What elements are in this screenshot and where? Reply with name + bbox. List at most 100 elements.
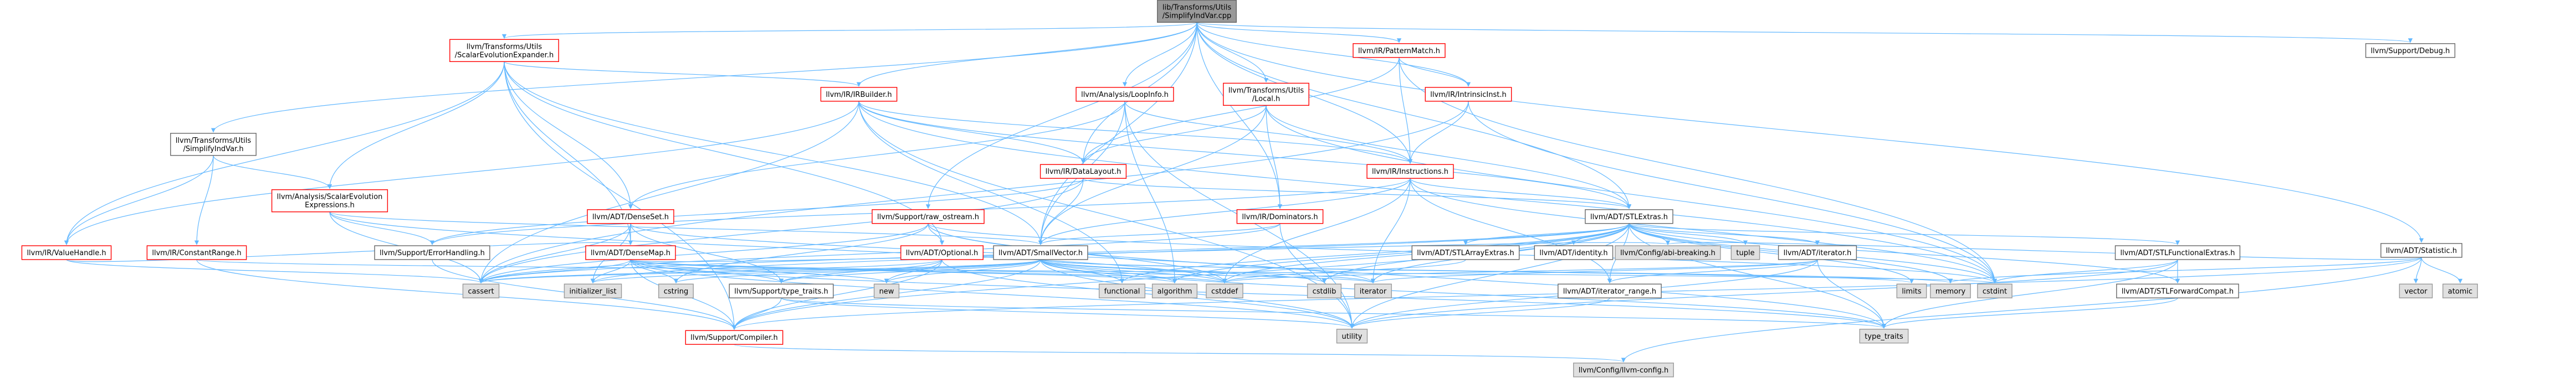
edge-dominators-to-smallvector bbox=[1038, 223, 1281, 245]
node-raw-ostream[interactable]: llvm/Support/raw_ostream.h bbox=[872, 209, 985, 224]
node-new[interactable]: new bbox=[873, 283, 900, 298]
node-dominators[interactable]: llvm/IR/Dominators.h bbox=[1236, 209, 1324, 224]
node-valuehandle[interactable]: llvm/IR/ValueHandle.h bbox=[21, 245, 112, 260]
edge-valuehandle-to-cassert bbox=[66, 259, 483, 284]
node-memory[interactable]: memory bbox=[1930, 283, 1971, 298]
node-box bbox=[146, 245, 247, 260]
node-instructions[interactable]: llvm/IR/Instructions.h bbox=[1366, 164, 1454, 179]
node-adt-iterator[interactable]: llvm/ADT/iterator.h bbox=[1778, 245, 1857, 260]
edge-scev-expander-to-smallvector bbox=[504, 61, 1043, 245]
edge-intrinsic-inst-to-cassert bbox=[478, 101, 1469, 284]
node-loopinfo[interactable]: llvm/Analysis/LoopInfo.h bbox=[1076, 87, 1174, 102]
node-tuple[interactable]: tuple bbox=[1730, 245, 1760, 260]
edge-local-to-datalayout bbox=[1080, 105, 1267, 164]
edge-instructions-to-smallvector bbox=[1038, 178, 1411, 245]
node-box bbox=[1098, 283, 1146, 298]
node-initializer-list[interactable]: initializer_list bbox=[564, 283, 622, 298]
node-box bbox=[271, 189, 388, 213]
edge-constant-range-to-cstdint bbox=[196, 259, 1996, 284]
node-optional[interactable]: llvm/ADT/Optional.h bbox=[900, 245, 984, 260]
node-cstring[interactable]: cstring bbox=[658, 283, 694, 298]
edge-type-traits-h-to-type-traits bbox=[781, 297, 1886, 329]
edge-root-to-pattern-match bbox=[1196, 22, 1402, 43]
node-error-handling[interactable]: llvm/Support/ErrorHandling.h bbox=[374, 245, 490, 260]
edge-instructions-to-iterator-range bbox=[1410, 178, 1612, 284]
edge-instructions-to-cstdint bbox=[1410, 178, 1998, 284]
node-smallvector[interactable]: llvm/ADT/SmallVector.h bbox=[993, 245, 1088, 260]
node-dense-map[interactable]: llvm/ADT/DenseMap.h bbox=[585, 245, 676, 260]
edge-compiler-to-llvm-config bbox=[734, 344, 1626, 363]
edge-dense-set-to-cassert bbox=[478, 223, 631, 284]
node-stlarrayextras[interactable]: llvm/ADT/STLArrayExtras.h bbox=[1411, 245, 1520, 260]
edge-smallvector-to-type-traits bbox=[1040, 259, 1886, 329]
node-root[interactable]: lib/Transforms/Utils/SimplifyIndVar.cpp bbox=[1157, 0, 1237, 23]
node-label: llvm/IR/PatternMatch.h bbox=[1358, 47, 1440, 55]
node-iterator[interactable]: iterator bbox=[1354, 283, 1392, 298]
node-label: llvm/ADT/Optional.h bbox=[906, 249, 979, 257]
node-algorithm[interactable]: algorithm bbox=[1151, 283, 1198, 298]
node-label: llvm/IR/Dominators.h bbox=[1242, 213, 1318, 221]
node-cassert[interactable]: cassert bbox=[462, 283, 500, 298]
node-label: cstdint bbox=[1983, 287, 2007, 296]
node-label: llvm/ADT/Statistic.h bbox=[2386, 247, 2457, 255]
node-label: /SimplifyIndVar.cpp bbox=[1162, 12, 1232, 20]
node-vector[interactable]: vector bbox=[2399, 283, 2433, 298]
node-compiler[interactable]: llvm/Support/Compiler.h bbox=[685, 330, 783, 345]
edge-dense-map-to-utility bbox=[630, 259, 1355, 329]
edge-statistic-to-atomic bbox=[2421, 257, 2463, 284]
node-datalayout[interactable]: llvm/IR/DataLayout.h bbox=[1039, 164, 1127, 179]
node-cstdlib[interactable]: cstdlib bbox=[1307, 283, 1342, 298]
node-irbuilder[interactable]: llvm/IR/IRBuilder.h bbox=[820, 87, 898, 102]
node-label: llvm/Transforms/Utils bbox=[176, 137, 252, 145]
node-local[interactable]: llvm/Transforms/Utils/Local.h bbox=[1223, 82, 1309, 106]
node-label: llvm/ADT/STLArrayExtras.h bbox=[1417, 249, 1514, 257]
edge-pattern-match-to-intrinsic-inst bbox=[1399, 57, 1471, 87]
node-scev-expressions[interactable]: llvm/Analysis/ScalarEvolutionExpressions… bbox=[271, 189, 388, 213]
node-stlextras[interactable]: llvm/ADT/STLExtras.h bbox=[1585, 209, 1673, 224]
edge-simplify-indvar-h-to-scev-expressions bbox=[213, 155, 332, 189]
node-identity[interactable]: llvm/ADT/identity.h bbox=[1534, 245, 1614, 260]
node-statistic[interactable]: llvm/ADT/Statistic.h bbox=[2380, 243, 2462, 258]
node-abi-breaking[interactable]: llvm/Config/abi-breaking.h bbox=[1615, 245, 1721, 260]
node-box bbox=[1425, 87, 1512, 102]
node-label: llvm/ADT/iterator.h bbox=[1784, 249, 1852, 257]
node-dense-set[interactable]: llvm/ADT/DenseSet.h bbox=[587, 209, 674, 224]
node-simplify-indvar-h[interactable]: llvm/Transforms/Utils/SimplifyIndVar.h bbox=[170, 133, 257, 156]
node-box bbox=[1039, 164, 1127, 179]
node-constant-range[interactable]: llvm/IR/ConstantRange.h bbox=[146, 245, 247, 260]
edge-scev-expander-to-valuehandle bbox=[64, 61, 505, 245]
node-stlforwardcompat[interactable]: llvm/ADT/STLForwardCompat.h bbox=[2116, 283, 2239, 298]
edge-root-to-debug bbox=[1196, 22, 2413, 43]
edge-scev-expander-to-compiler bbox=[504, 61, 737, 330]
node-label: vector bbox=[2404, 287, 2428, 296]
node-box bbox=[820, 87, 898, 102]
node-label: llvm/Support/ErrorHandling.h bbox=[380, 249, 485, 257]
node-iterator-range[interactable]: llvm/ADT/iterator_range.h bbox=[1558, 283, 1662, 298]
node-stlfunctionalextras[interactable]: llvm/ADT/STLFunctionalExtras.h bbox=[2114, 245, 2241, 260]
node-label: new bbox=[879, 287, 894, 296]
node-label: llvm/Analysis/ScalarEvolution bbox=[277, 193, 383, 201]
edge-smallvector-to-cstring bbox=[674, 259, 1041, 284]
node-label: llvm/IR/Instructions.h bbox=[1372, 168, 1448, 176]
edge-smallvector-to-cstdlib bbox=[1040, 259, 1327, 284]
node-scev-expander[interactable]: llvm/Transforms/Utils/ScalarEvolutionExp… bbox=[449, 39, 559, 62]
node-intrinsic-inst[interactable]: llvm/IR/IntrinsicInst.h bbox=[1425, 87, 1512, 102]
node-box bbox=[1223, 82, 1309, 106]
edge-local-to-stlextras bbox=[1266, 105, 1632, 209]
edge-smallvector-to-type-traits-h bbox=[779, 259, 1041, 284]
node-type-traits-h[interactable]: llvm/Support/type_traits.h bbox=[729, 283, 834, 298]
edge-datalayout-to-stlextras bbox=[1083, 178, 1631, 209]
node-llvm-config[interactable]: llvm/Config/llvm-config.h bbox=[1573, 363, 1674, 377]
node-cstdint[interactable]: cstdint bbox=[1977, 283, 2012, 298]
node-functional[interactable]: functional bbox=[1098, 283, 1146, 298]
node-type-traits[interactable]: type_traits bbox=[1859, 329, 1909, 344]
node-label: lib/Transforms/Utils bbox=[1162, 3, 1232, 12]
node-limits[interactable]: limits bbox=[1896, 283, 1927, 298]
node-debug[interactable]: llvm/Support/Debug.h bbox=[2365, 43, 2456, 58]
node-atomic[interactable]: atomic bbox=[2442, 283, 2478, 298]
node-cstddef[interactable]: cstddef bbox=[1206, 283, 1243, 298]
node-box bbox=[2114, 245, 2241, 260]
node-pattern-match[interactable]: llvm/IR/PatternMatch.h bbox=[1353, 43, 1446, 58]
node-utility[interactable]: utility bbox=[1336, 329, 1368, 344]
